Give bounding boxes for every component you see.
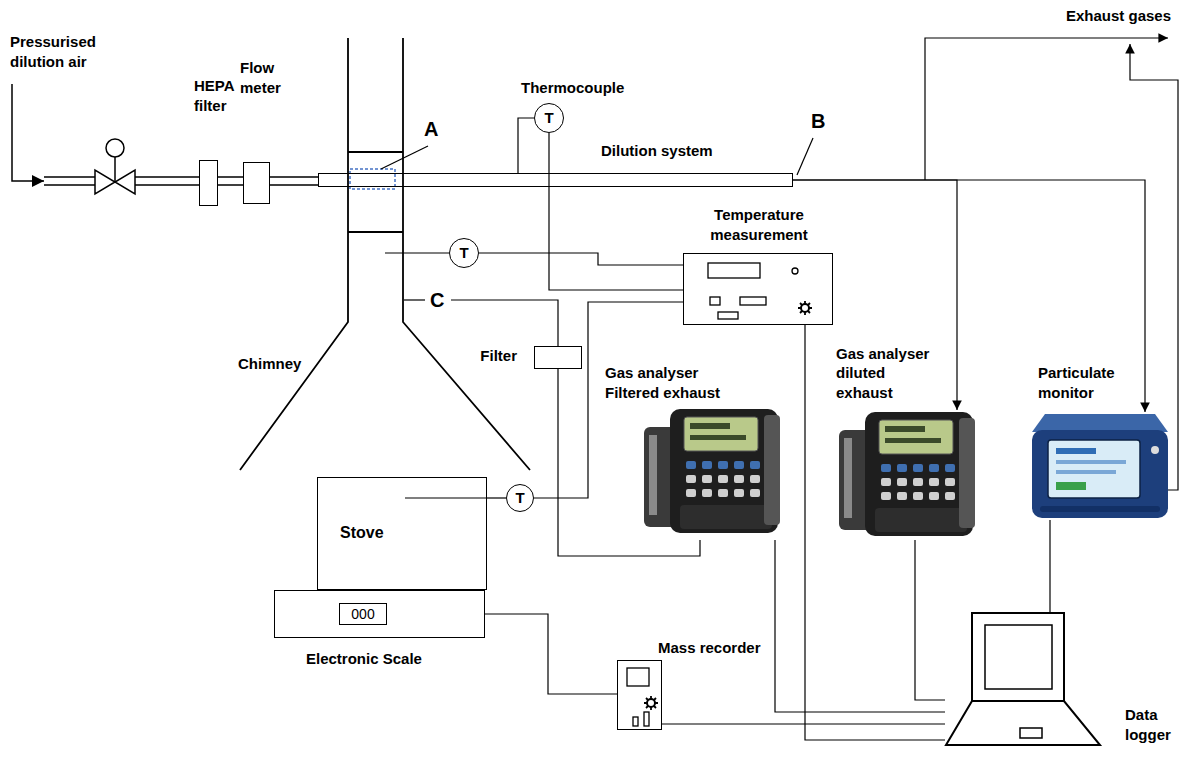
callout-letter: A	[424, 118, 438, 141]
node-label: Dilution system	[601, 141, 713, 161]
stove-box: Stove	[317, 477, 487, 590]
signal-line	[479, 253, 683, 265]
thermocouple-circle: T	[506, 484, 534, 512]
signal-line	[793, 180, 957, 410]
thermocouple-circle: ThermocoupleT	[534, 103, 564, 133]
node-text: T	[515, 488, 524, 508]
electronic-scale: 000Electronic Scale	[274, 590, 485, 638]
node-label: 000	[339, 603, 387, 625]
gas-analyser: Gas analyser Filtered exhaust	[640, 405, 790, 540]
node-label: Thermocouple	[521, 78, 624, 98]
node-label: HEPA filter	[194, 76, 246, 115]
flow-meter: Flow meter	[243, 162, 270, 204]
node-text: T	[544, 108, 553, 128]
signal-line	[915, 540, 945, 700]
filter-box: Filter	[534, 346, 582, 369]
node-label: Mass recorder	[658, 638, 761, 658]
part-label: Chimney	[238, 354, 301, 374]
signal-line	[487, 497, 506, 498]
mass-recorder: Mass recorder	[617, 660, 662, 730]
pipe-connector	[218, 177, 243, 185]
node-label: Gas analyser Filtered exhaust	[605, 363, 723, 402]
node-label: Temperature measurement	[694, 205, 824, 244]
node-label: Gas analyser diluted exhaust	[836, 344, 946, 403]
exhaust-label: Exhaust gases	[1066, 6, 1171, 26]
signal-line	[662, 723, 945, 724]
signal-line	[1049, 520, 1050, 613]
gas-analyser: Gas analyser diluted exhaust	[833, 410, 980, 540]
supply-label: Pressurised dilution air	[10, 32, 125, 71]
signal-line	[775, 540, 945, 712]
thermocouple-circle: T	[449, 238, 479, 268]
node-text: Stove	[340, 523, 384, 544]
signal-line	[485, 614, 617, 694]
signal-line	[793, 180, 1145, 412]
node-label: Electronic Scale	[306, 649, 422, 669]
particulate-monitor: Particulate monitor	[1030, 412, 1170, 520]
data-logger: Data logger	[945, 613, 1103, 748]
node-text: T	[459, 243, 468, 263]
dilution-tube: Dilution system	[318, 173, 793, 187]
signal-line	[805, 325, 945, 740]
hepa-filter: HEPA filter	[199, 160, 218, 206]
node-label: Filter	[480, 346, 517, 366]
temperature-unit: Temperature measurement	[683, 253, 833, 325]
callout-letter: B	[811, 110, 825, 133]
node-label: Particulate monitor	[1038, 363, 1133, 402]
pipe-connector	[270, 177, 318, 185]
node-label: Flow meter	[240, 58, 296, 97]
signal-line	[518, 118, 534, 173]
node-label: Data logger	[1125, 705, 1180, 744]
callout-letter: C	[430, 289, 444, 312]
